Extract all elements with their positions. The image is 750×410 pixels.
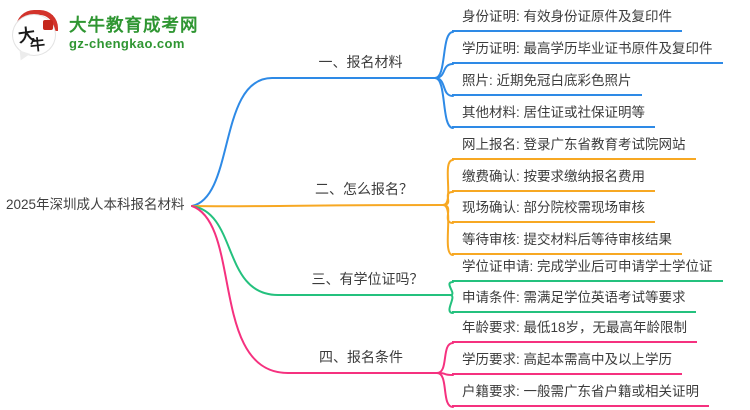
leaf-label: 户籍要求: 一般需广东省户籍或相关证明	[452, 382, 710, 407]
leaf-label: 缴费确认: 按要求缴纳报名费用	[452, 167, 656, 192]
leaf-label: 申请条件: 需满足学位英语考试等要求	[452, 288, 696, 313]
leaf-label: 身份证明: 有效身份证原件及复印件	[452, 7, 683, 32]
branch-1-lines	[191, 31, 454, 207]
branch-2-lines	[191, 159, 454, 256]
leaf-label: 等待审核: 提交材料后等待审核结果	[452, 230, 683, 255]
leaf-label: 学历证明: 最高学历毕业证书原件及复印件	[452, 39, 723, 64]
branch-2-label: 二、怎么报名？	[315, 181, 413, 197]
leaf-label: 网上报名: 登录广东省教育考试院网站	[452, 135, 696, 160]
logo-brand-title: 大牛教育成考网	[69, 14, 199, 35]
site-logo: 大 牛 大牛教育成考网 gz-chengkao.com	[10, 8, 199, 63]
leaf-label: 年龄要求: 最低18岁，无最高年龄限制	[452, 318, 698, 343]
leaf-label: 照片: 近期免冠白底彩色照片	[452, 71, 642, 96]
branch-4-lines	[191, 205, 454, 408]
branch-4-label: 四、报名条件	[319, 349, 403, 365]
branch-3-lines	[191, 205, 454, 314]
leaf-label: 其他材料: 居住证或社保证明等	[452, 103, 656, 128]
leaf-label: 现场确认: 部分院校需现场审核	[452, 198, 656, 223]
logo-bubble-icon: 大 牛	[10, 8, 60, 63]
branch-1-label: 一、报名材料	[318, 54, 403, 70]
leaf-label: 学位证申请: 完成学业后可申请学士学位证	[452, 257, 723, 282]
logo-brand-domain: gz-chengkao.com	[69, 35, 185, 51]
logo-seal	[43, 20, 53, 30]
logo-char-bottom: 牛	[29, 36, 46, 55]
root-node-label: 2025年深圳成人本科报名材料	[6, 197, 185, 212]
logo-text-block: 大牛教育成考网 gz-chengkao.com	[69, 15, 199, 52]
leaf-label: 学历要求: 高起本需高中及以上学历	[452, 350, 683, 375]
branch-3-label: 三、有学位证吗？	[311, 271, 424, 287]
